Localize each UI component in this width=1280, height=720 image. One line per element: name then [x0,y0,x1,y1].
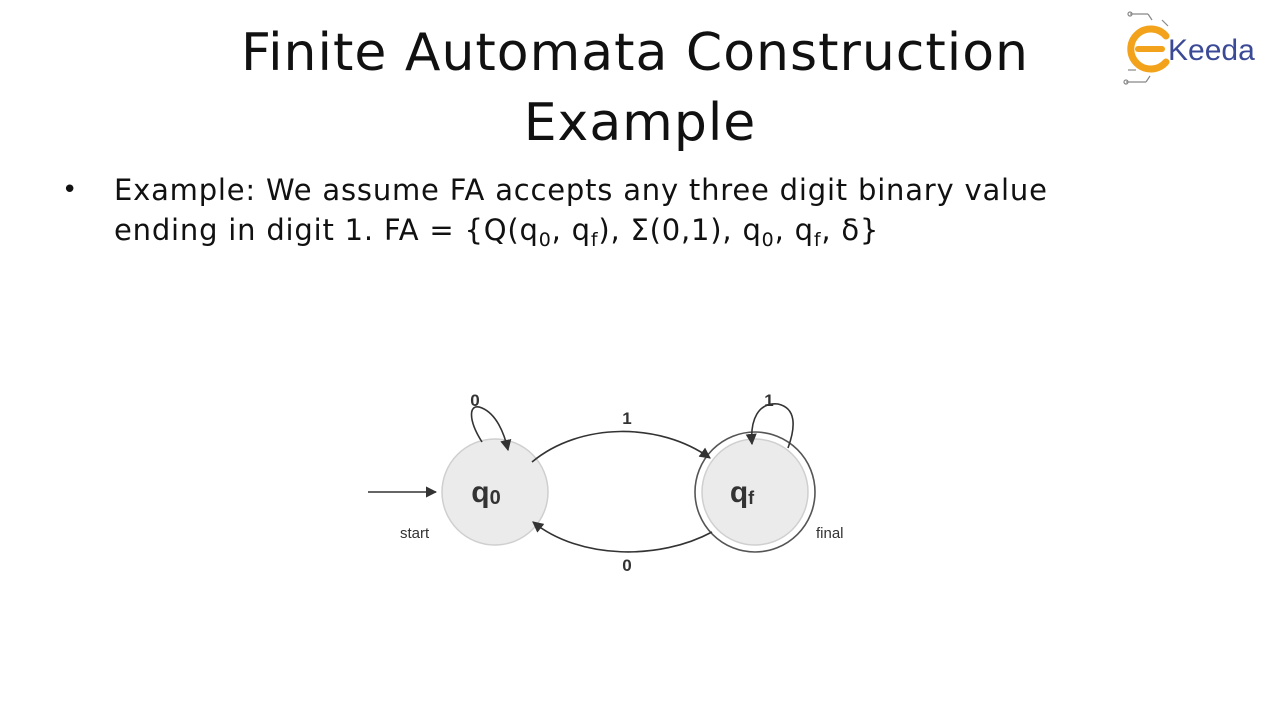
final-note: final [816,525,844,542]
formula-part-1: ending in digit 1. FA = {Q(q [114,213,539,247]
state-q0: q0 [441,438,549,546]
transition-q0-q0-label: 0 [470,391,479,410]
automaton-diagram: q0 start qf final 0 1 1 0 [368,391,844,575]
formula-part-2: ), Σ(0,1), q [598,213,762,247]
bullet-item: • Example: We assume FA accepts any thre… [62,170,1242,250]
svg-text:qf: qf [730,476,755,509]
bullet-dot: • [62,175,79,205]
svg-text:q0: q0 [471,476,500,509]
state-qf-circle [701,438,809,546]
state-q0-circle [441,438,549,546]
transition-qf-qf-label: 1 [764,391,773,410]
bullet-line-1: Example: We assume FA accepts any three … [114,173,1048,207]
state-qf-outer-circle [694,431,816,553]
slide-title-line-2: Example [523,93,757,153]
logo-e-icon [1127,25,1170,73]
bullet-line-2: ending in digit 1. FA = {Q(q0, qf), Σ(0,… [114,210,1242,250]
start-note: start [400,525,430,542]
transition-qf-q0 [532,521,713,553]
state-qf-sub: f [748,488,755,508]
state-q0-sub: 0 [490,487,501,509]
formula-sub-f: f [590,229,599,251]
formula-sub-f-b: f [813,229,822,251]
transition-q0-q0 [470,406,512,452]
state-qf-label: q [730,476,748,509]
state-qf: qf [694,431,816,553]
transition-q0-qf-label: 1 [622,409,631,428]
slide-title-line-1: Finite Automata Construction [240,23,1030,83]
transition-q0-qf [531,430,711,463]
transition-qf-q0-label: 0 [622,556,631,575]
logo-circuit-icon [1123,11,1169,85]
formula-sub-0-b: 0 [761,229,775,251]
formula-sep-1: , q [551,213,591,247]
slide-title: Finite Automata Construction Example [0,18,1280,158]
ekeeda-logo: Keeda [1123,11,1255,85]
formula-part-3: , δ} [821,213,880,247]
formula-sub-0: 0 [538,229,552,251]
bullet-text: Example: We assume FA accepts any three … [114,170,1242,250]
transition-qf-qf [745,403,794,449]
logo-text: Keeda [1168,34,1255,67]
formula-sep-2: , q [774,213,814,247]
state-q0-label: q [471,476,489,509]
